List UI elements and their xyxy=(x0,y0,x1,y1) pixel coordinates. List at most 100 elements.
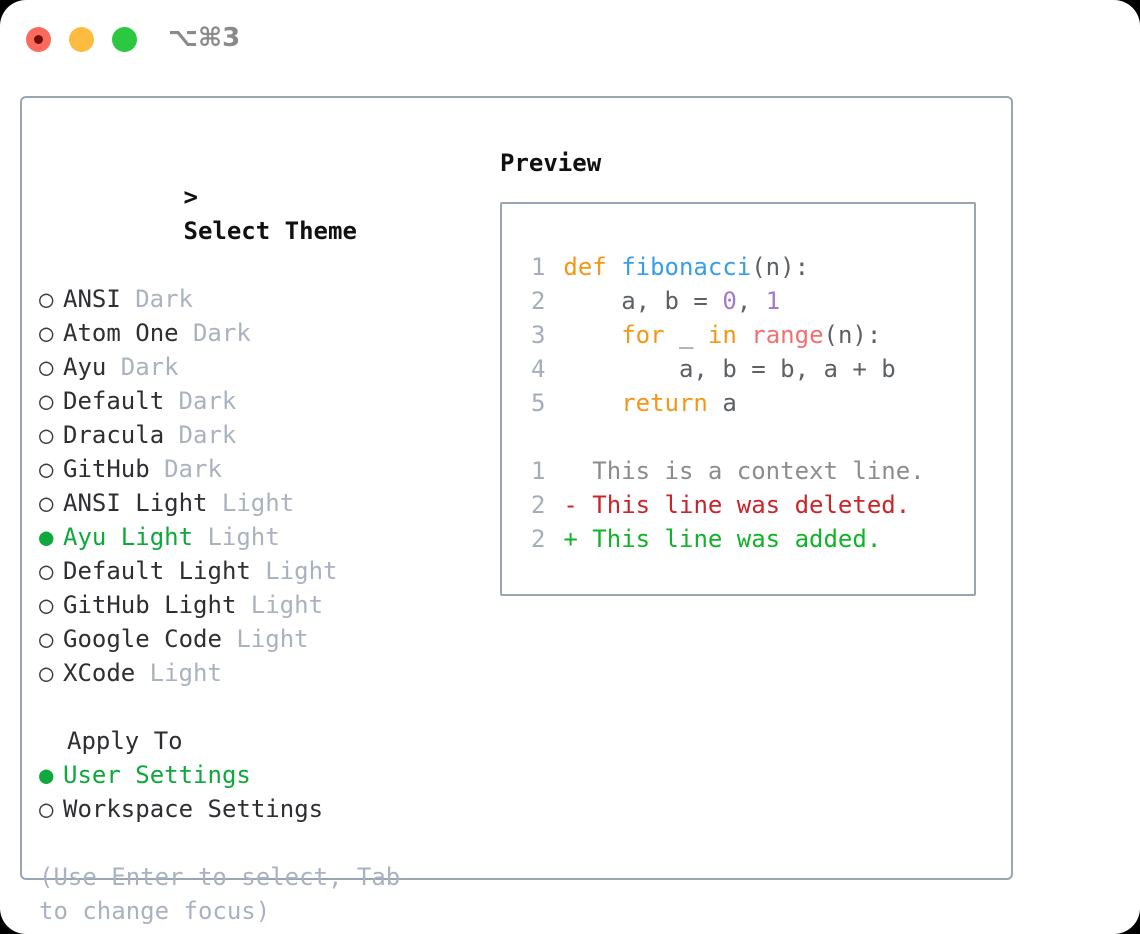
code-line: 3 for _ in range(n): xyxy=(519,318,925,352)
theme-option-variant: Light xyxy=(207,523,280,551)
theme-option-label: Default Light xyxy=(63,557,251,585)
code-token: 0 xyxy=(722,287,737,315)
code-token xyxy=(563,321,621,349)
line-number: 1 xyxy=(530,457,546,485)
theme-option-variant: Light xyxy=(149,659,222,687)
theme-option-variant: Dark xyxy=(178,387,237,415)
diff-marker: + xyxy=(563,525,578,553)
diff-text: This is a context line. xyxy=(577,457,925,485)
radio-unselected-icon: ○ xyxy=(39,591,54,619)
diff-line: 1 This is a context line. xyxy=(519,454,925,488)
maximize-button[interactable] xyxy=(112,27,137,52)
theme-option-github-light[interactable]: ○ GitHub Light Light xyxy=(39,588,499,622)
spacer xyxy=(39,690,499,724)
code-token: fibonacci xyxy=(621,253,752,281)
theme-option-label: Ayu xyxy=(63,353,107,381)
theme-option-label: GitHub xyxy=(63,455,150,483)
close-button[interactable] xyxy=(26,27,51,52)
theme-option-variant: Dark xyxy=(178,421,237,449)
code-blank-line xyxy=(519,420,925,454)
radio-unselected-icon: ○ xyxy=(39,353,54,381)
line-number: 2 xyxy=(530,525,546,553)
line-number: 3 xyxy=(530,321,546,349)
code-token: (n): xyxy=(823,321,882,349)
theme-option-ansi[interactable]: ○ ANSI Dark xyxy=(39,282,499,316)
theme-option-label: ANSI xyxy=(63,285,121,313)
radio-unselected-icon: ○ xyxy=(39,421,54,449)
radio-unselected-icon: ○ xyxy=(39,455,54,483)
code-line: 4 a, b = b, a + b xyxy=(519,352,925,386)
code-token: in xyxy=(707,321,737,349)
theme-option-google-code[interactable]: ○ Google Code Light xyxy=(39,622,499,656)
code-token: a, b = xyxy=(563,287,723,315)
theme-option-variant: Light xyxy=(265,557,338,585)
code-line: 5 return a xyxy=(519,386,925,420)
title-bar: ⌥⌘3 xyxy=(0,0,1140,78)
theme-option-variant: Light xyxy=(236,625,309,653)
code-token xyxy=(563,389,621,417)
line-number: 1 xyxy=(530,253,546,281)
apply-to-option-user-settings[interactable]: ●User Settings xyxy=(39,758,499,792)
theme-option-variant: Dark xyxy=(135,285,193,313)
diff-marker xyxy=(563,457,577,485)
code-token: 1 xyxy=(765,287,781,315)
code-token: def xyxy=(563,253,622,281)
theme-option-label: Google Code xyxy=(63,625,222,653)
preview-title: Preview xyxy=(500,149,602,177)
code-token xyxy=(737,321,751,349)
code-token: a xyxy=(707,389,737,417)
theme-option-variant: Light xyxy=(221,489,295,517)
code-token: a, b = b, a + b xyxy=(563,355,896,383)
traffic-light-buttons xyxy=(26,27,137,52)
theme-option-variant: Dark xyxy=(164,455,222,483)
line-number: 2 xyxy=(530,287,546,315)
theme-option-label: GitHub Light xyxy=(63,591,237,619)
keyboard-hint: (Use Enter to select, Tab to change focu… xyxy=(39,863,415,925)
window-title: ⌥⌘3 xyxy=(168,23,241,53)
radio-selected-icon: ● xyxy=(39,761,54,789)
code-token: , xyxy=(736,287,766,315)
theme-option-default-light[interactable]: ○ Default Light Light xyxy=(39,554,499,588)
theme-option-label: Ayu Light xyxy=(63,523,194,551)
theme-option-label: Atom One xyxy=(63,319,179,347)
line-number: 4 xyxy=(530,355,546,383)
theme-option-dracula[interactable]: ○ Dracula Dark xyxy=(39,418,499,452)
theme-option-label: Dracula xyxy=(63,421,165,449)
theme-option-label: Default xyxy=(63,387,165,415)
code-line: 2 a, b = 0, 1 xyxy=(519,284,925,318)
minimize-button[interactable] xyxy=(69,27,94,52)
diff-line: 2 + This line was added. xyxy=(519,522,925,556)
caret-icon: > xyxy=(183,183,198,211)
apply-to-option-label: Workspace Settings xyxy=(63,795,324,823)
apply-to-header: Apply To xyxy=(67,727,183,755)
theme-option-github[interactable]: ○ GitHub Dark xyxy=(39,452,499,486)
radio-unselected-icon: ○ xyxy=(39,489,54,517)
radio-unselected-icon: ○ xyxy=(39,557,54,585)
apply-to-option-workspace-settings[interactable]: ○ Workspace Settings xyxy=(39,792,499,826)
diff-line: 2- This line was deleted. xyxy=(519,488,925,522)
radio-unselected-icon: ○ xyxy=(39,795,54,823)
theme-option-variant: Light xyxy=(250,591,324,619)
code-token: range xyxy=(751,321,824,349)
radio-unselected-icon: ○ xyxy=(39,625,54,653)
diff-text: This line was deleted. xyxy=(577,491,911,519)
diff-text: This line was added. xyxy=(577,525,882,553)
select-theme-label: Select Theme xyxy=(183,217,357,245)
radio-unselected-icon: ○ xyxy=(39,659,54,687)
diff-marker: - xyxy=(563,491,578,519)
radio-unselected-icon: ○ xyxy=(39,285,54,313)
